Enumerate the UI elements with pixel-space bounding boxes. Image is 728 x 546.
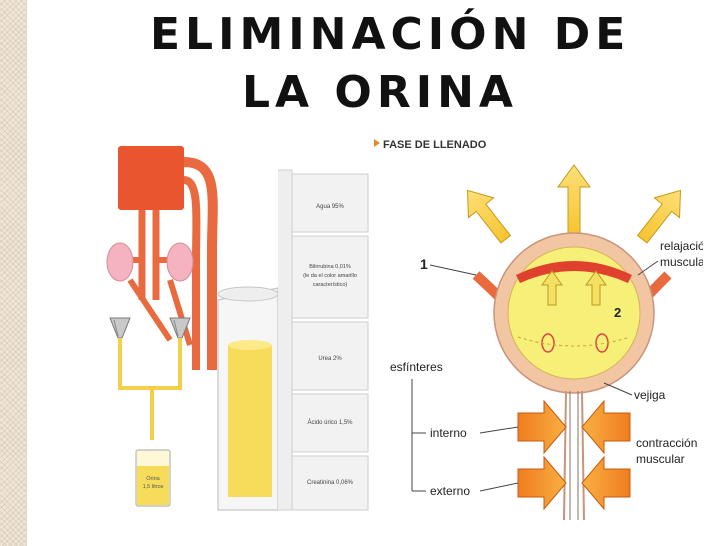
marker-1-leader [429,264,477,276]
decorative-side-stripe [0,0,27,546]
urethra-right-wall [581,390,585,520]
composition-text: Creatinina 0,06% [307,480,354,486]
composition-text: (le da el color amarillo [303,273,357,279]
label-interno: interno [430,426,467,440]
composition-item-bilirrubina: Bilirrubina 0,01% (le da el color amaril… [291,235,369,319]
label-relajacion-2: muscular [660,255,703,269]
label-contraccion-2: muscular [636,452,685,466]
arrow-up-icon [585,270,607,306]
phase-heading: FASE DE LLENADO [383,139,487,151]
beaker-label-line-1: Orina [146,476,160,482]
composition-text: Ácido úrico 1,5% [307,419,353,426]
vessel-loop-outer [183,157,218,370]
label-esfinteres: esfínteres [390,360,443,374]
play-bullet-icon [374,139,380,147]
vessel-diagonal-a [127,278,173,342]
relajacion-leader [637,260,659,276]
trigone-line [517,336,631,347]
arrow-up-icon [541,270,563,306]
arrow-right-icon [517,399,567,455]
composition-text: Agua 95% [316,204,344,210]
vessel-loop-inner [182,176,201,370]
label-vejiga: vejiga [634,388,666,402]
arrow-left-icon [581,455,631,511]
urine-tube-right [152,338,182,390]
arrow-up-icon [636,189,682,244]
small-beaker-fill [137,466,169,505]
composition-text: característico) [313,282,348,288]
label-relajacion-1: relajación [660,239,703,253]
composition-text: Urea 2% [318,356,342,362]
urine-tube-left [118,338,154,440]
vessel-diagonal-b [167,279,193,346]
composition-text: Bilirrubina 0,01% [309,264,351,270]
slide-title: ELIMINACIÓN DE LA ORINA [150,6,631,122]
arrow-left-icon [581,399,631,455]
bladder-detrusor [516,261,632,283]
cylinder-urine [228,345,272,497]
funnel-icon [109,317,131,339]
composition-item-acido-urico: Ácido úrico 1,5% [291,393,369,453]
urinary-composition-figure: Orina 1,5 litros Agua 95% Bilirrubina 0,… [106,146,369,511]
kidney-right [166,242,194,282]
title-line-1: ELIMINACIÓN DE [150,9,631,60]
marker-1: 1 [420,256,428,272]
composition-item-urea: Urea 2% [291,321,369,391]
label-contraccion-1: contracción [636,436,697,450]
composition-bracket [278,169,293,511]
arrow-up-icon [557,164,591,236]
arrow-up-icon [466,189,512,244]
cylinder-rim [217,286,279,302]
composition-item-creatinina: Creatinina 0,06% [291,455,369,511]
externo-leader [479,482,519,492]
label-externo: externo [430,484,470,498]
heart-block [118,146,184,210]
kidney-left [106,242,134,282]
interno-leader [479,426,519,434]
urethra-left-wall [563,390,567,520]
vejiga-leader [603,382,633,396]
arrow-right-icon [517,455,567,511]
composition-item-agua: Agua 95% [291,173,369,233]
cylinder-urine-surface [228,340,272,350]
marker-2: 2 [614,305,621,320]
title-line-2: LA ORINA [242,67,518,118]
beaker-label-line-2: 1,5 litros [143,484,164,490]
bladder-filling-figure: FASE DE LLENADO 1 2 relajación mu [374,139,703,520]
